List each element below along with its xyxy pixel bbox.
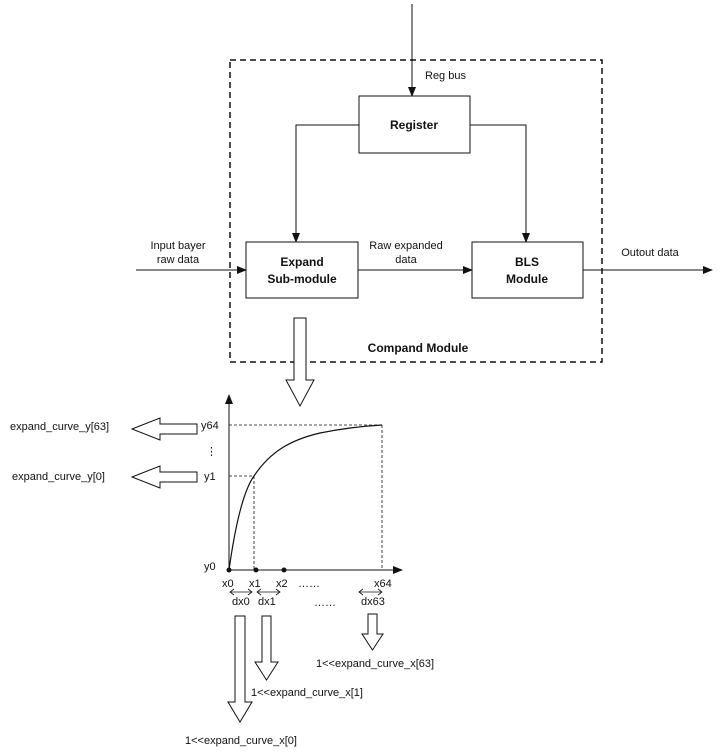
y0-label: y0	[204, 561, 216, 573]
expand-detail-hollow-arrow	[285, 317, 315, 408]
curve-y0-label: expand_curve_y[0]	[12, 471, 105, 483]
x2-label: x2	[276, 578, 288, 590]
x0-point	[226, 567, 232, 573]
bls-module-label-line1: BLS	[515, 255, 539, 269]
y1-label: y1	[204, 471, 216, 483]
curve-x1-hollow-arrow	[254, 615, 279, 681]
bls-module-label-line2: Module	[506, 272, 548, 286]
input-label-line2: raw data	[157, 254, 200, 266]
dx0-label: dx0	[232, 596, 250, 608]
x1-point	[253, 567, 259, 573]
expand-curve	[228, 424, 383, 571]
curve-x1-label: 1<<expand_curve_x[1]	[251, 687, 363, 699]
x64-label: x64	[374, 578, 392, 590]
y-ellipsis: ⋮	[206, 446, 217, 458]
expand-submodule-label-line2: Sub-module	[267, 272, 337, 286]
reg-bus-label: Reg bus	[425, 70, 466, 82]
register-to-bls-arrow	[470, 124, 530, 243]
compand-module-boundary	[229, 59, 603, 363]
dx63-label: dx63	[361, 596, 385, 608]
raw-expanded-label-line1: Raw expanded	[369, 240, 442, 252]
dx0-double-arrow	[229, 588, 253, 596]
x2-point	[281, 567, 287, 573]
raw-expanded-label-line2: data	[395, 254, 417, 266]
x-dots-label: ……	[298, 578, 320, 590]
curve-y0-hollow-arrow	[130, 465, 198, 489]
input-label-line1: Input bayer	[150, 240, 205, 252]
dx1-double-arrow	[256, 588, 281, 596]
dx63-double-arrow	[358, 588, 383, 596]
bls-module-box	[471, 241, 584, 299]
y64-label: y64	[201, 420, 219, 432]
x0-label: x0	[222, 578, 234, 590]
register-to-expand-arrow	[292, 124, 359, 243]
curve-y63-hollow-arrow	[130, 417, 198, 441]
register-label: Register	[390, 118, 438, 132]
curve-x0-label: 1<<expand_curve_x[0]	[185, 735, 297, 747]
dx1-label: dx1	[258, 596, 276, 608]
curve-x0-hollow-arrow	[227, 615, 253, 723]
curve-y63-label: expand_curve_y[63]	[10, 421, 109, 433]
dx-dots-label: ……	[314, 597, 336, 609]
expand-submodule-label-line1: Expand	[280, 255, 323, 269]
x1-label: x1	[249, 578, 261, 590]
compand-module-title: Compand Module	[368, 341, 469, 355]
expand-submodule-box	[245, 241, 359, 299]
curve-x63-label: 1<<expand_curve_x[63]	[316, 658, 434, 670]
curve-x63-hollow-arrow	[361, 613, 384, 651]
output-label: Outout data	[621, 247, 679, 259]
